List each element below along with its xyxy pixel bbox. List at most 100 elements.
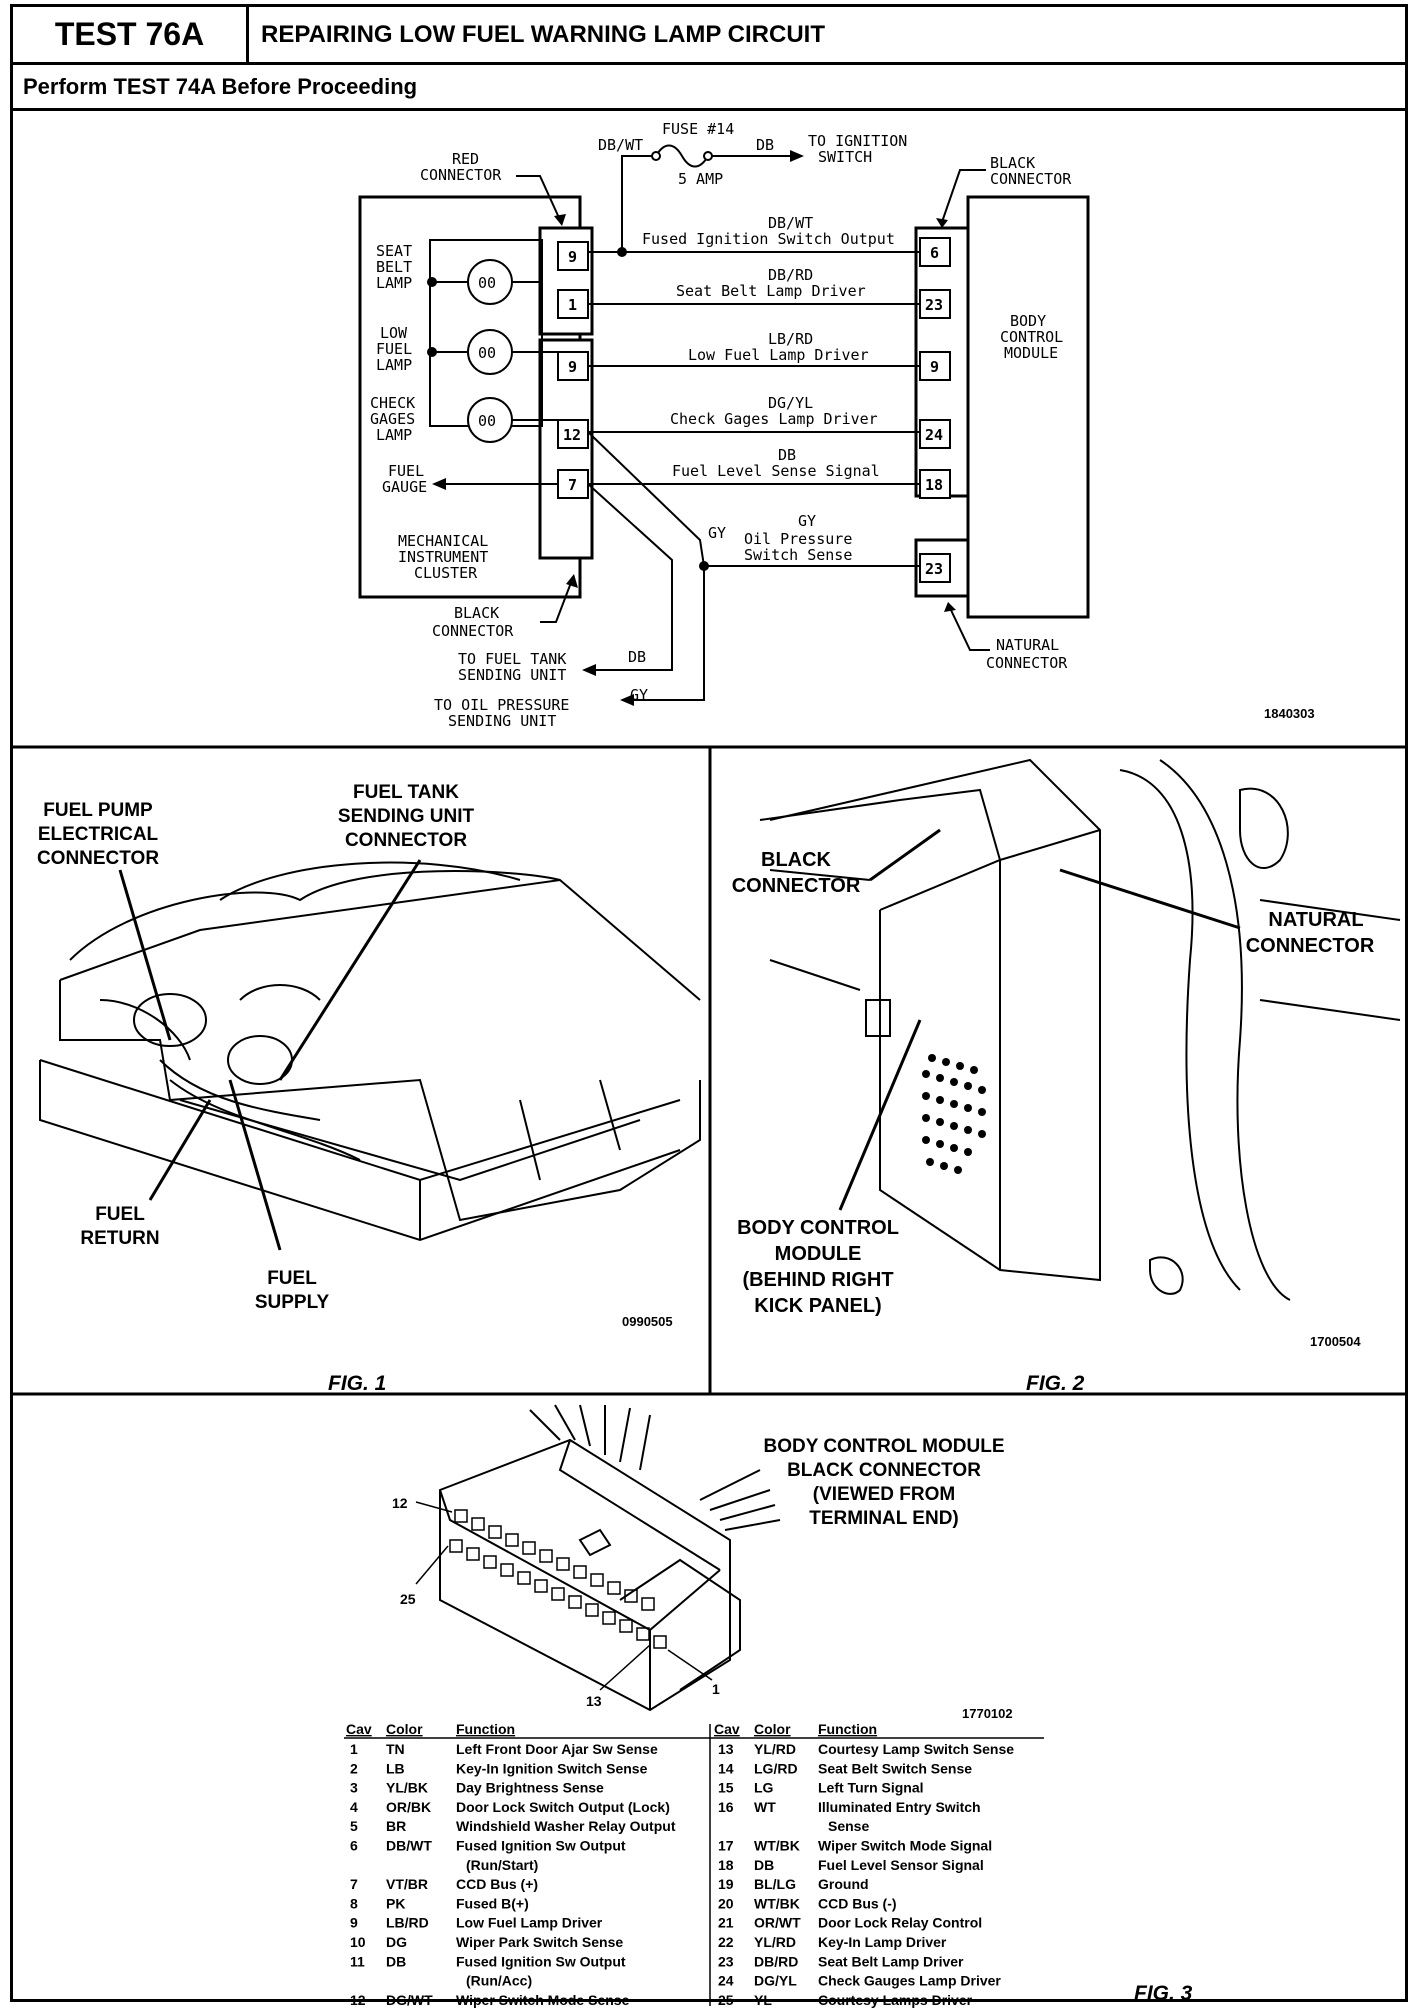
table-cell-function: Fused B(+) [456,1895,529,1911]
table-cell-cav: 2 [350,1760,358,1776]
fig1-caption: FIG. 1 [328,1372,386,1395]
table-cell-function: Ground [818,1876,869,1892]
right-header-color: Color [754,1721,791,1737]
table-cell-color: DG/WT [386,1992,433,2008]
circuit-4-desc: Check Gages Lamp Driver [670,410,878,428]
table-cell-function: Fused Ignition Sw Output [456,1838,626,1854]
oil-desc-1: Oil Pressure [744,530,852,548]
left-pin-1: 9 [568,248,577,266]
oil-desc-2: Switch Sense [744,546,852,564]
table-cell-color: DB/WT [386,1838,432,1854]
table-cell-color: WT/BK [754,1895,800,1911]
table-cell-cav: 3 [350,1780,358,1796]
table-cell-color: DB [386,1953,406,1969]
fuel-supply-label-2: SUPPLY [255,1292,330,1313]
to-fuel-tank-2: SENDING UNIT [458,666,566,684]
bcm-black-connector-drawing [439,1404,781,1712]
left-pin-2: 1 [568,296,577,314]
fig2-black-connector-label-2: CONNECTOR [732,875,861,897]
seat-belt-lamp-label-1: SEAT [376,242,412,260]
fuse-symbol [655,144,709,168]
table-cell-color: OR/WT [754,1915,801,1931]
table-cell-function: Left Front Door Ajar Sw Sense [456,1741,658,1757]
table-cell-color: LG/RD [754,1760,798,1776]
table-cell-cav: 22 [718,1934,734,1950]
to-fuel-tank-wire: DB [628,648,646,666]
to-ignition-2: SWITCH [818,148,872,166]
table-cell-cav: 12 [350,1992,366,2008]
fuse-rating: 5 AMP [678,170,723,188]
table-cell-function: Courtesy Lamps Driver [818,1992,973,2008]
table-cell-function: Fuel Level Sensor Signal [818,1857,984,1873]
fig1-leader-lines [118,859,422,1251]
table-cell-cav: 8 [350,1895,358,1911]
fuel-tank-drawing [39,861,701,1242]
service-manual-page: TEST 76A REPAIRING LOW FUEL WARNING LAMP… [10,4,1408,2002]
table-cell-function: Windshield Washer Relay Output [456,1818,676,1834]
table-cell-cav: 15 [718,1780,734,1796]
table-cell-cav: 10 [350,1934,366,1950]
bcm-vent-holes [922,1054,986,1174]
fig3-connector-illustration: 12 25 13 1 BODY CONTROL MODULE BLACK CON… [344,1404,1193,2008]
table-cell-color: LB/RD [386,1915,429,1931]
table-cell-cav: 4 [350,1799,358,1815]
fuel-pump-connector-label-1: FUEL PUMP [43,800,153,821]
table-cell-function: (Run/Start) [466,1857,538,1873]
connector-cavities [449,1509,667,1649]
table-cell-color: DG [386,1934,407,1950]
fig3-label-25: 25 [400,1591,416,1607]
table-cell-cav: 14 [718,1760,734,1776]
left-header-function: Function [456,1721,515,1737]
to-oil-1: TO OIL PRESSURE [434,696,569,714]
fuel-return-label-2: RETURN [80,1228,159,1249]
lamp-symbol-2: 00 [478,344,496,362]
check-gages-lamp-label-3: LAMP [376,426,412,444]
table-cell-cav: 16 [718,1799,734,1815]
circuit-2-wire: DB/RD [768,266,813,284]
table-cell-function: CCD Bus (+) [456,1876,538,1892]
fig3-title-4: TERMINAL END) [809,1508,959,1529]
natural-connector-label-1: NATURAL [996,636,1059,654]
table-cell-color: OR/BK [386,1799,431,1815]
fig3-caption: FIG. 3 [1134,1982,1193,2005]
fuel-return-label-1: FUEL [95,1204,145,1225]
to-fuel-tank-1: TO FUEL TANK [458,650,566,668]
fuel-supply-label-1: FUEL [267,1268,317,1289]
wiring-schematic: 9 1 9 12 7 6 23 9 24 18 23 DB/WT FUSE #1… [358,120,1315,730]
bcm-label-2: CONTROL [1000,328,1063,346]
to-fuel-tank-arrow-icon [582,664,596,676]
table-cell-cav: 23 [718,1953,734,1969]
table-cell-cav: 17 [718,1838,734,1854]
oil-wire: GY [798,512,816,530]
fig3-number: 1770102 [962,1706,1013,1721]
fuel-tank-connector-label-1: FUEL TANK [353,782,459,803]
fig2-bcm-label-1: BODY CONTROL [737,1217,899,1239]
left-pin-5: 7 [568,476,577,494]
check-gages-lamp-label-2: GAGES [370,410,415,428]
to-oil-wire: GY [630,686,648,704]
table-cell-function: Seat Belt Lamp Driver [818,1953,964,1969]
fig3-label-12: 12 [392,1495,408,1511]
fuel-pump-connector-label-2: ELECTRICAL [38,824,159,845]
low-fuel-lamp-label-1: LOW [380,324,408,342]
table-cell-cav: 18 [718,1857,734,1873]
table-cell-color: LG [754,1780,774,1796]
table-cell-function: CCD Bus (-) [818,1895,897,1911]
table-cell-cav: 1 [350,1741,358,1757]
table-cell-cav: 7 [350,1876,358,1892]
page-title: REPAIRING LOW FUEL WARNING LAMP CIRCUIT [261,20,825,48]
low-fuel-lamp-label-2: FUEL [376,340,412,358]
table-cell-function: Fused Ignition Sw Output [456,1953,626,1969]
fig2-bcm-label-2: MODULE [775,1243,862,1265]
table-cell-function: Wiper Park Switch Sense [456,1934,623,1950]
fig2-bcm-illustration: BLACK CONNECTOR NATURAL CONNECTOR BODY C… [732,758,1401,1395]
circuit-5-wire: DB [778,446,796,464]
bcm-drawing [759,758,1401,1301]
fig3-label-1: 1 [712,1681,720,1697]
fig3-leader-lines [415,1501,713,1691]
table-cell-cav: 25 [718,1992,734,2008]
table-cell-cav: 19 [718,1876,734,1892]
table-cell-function: Door Lock Switch Output (Lock) [456,1799,670,1815]
